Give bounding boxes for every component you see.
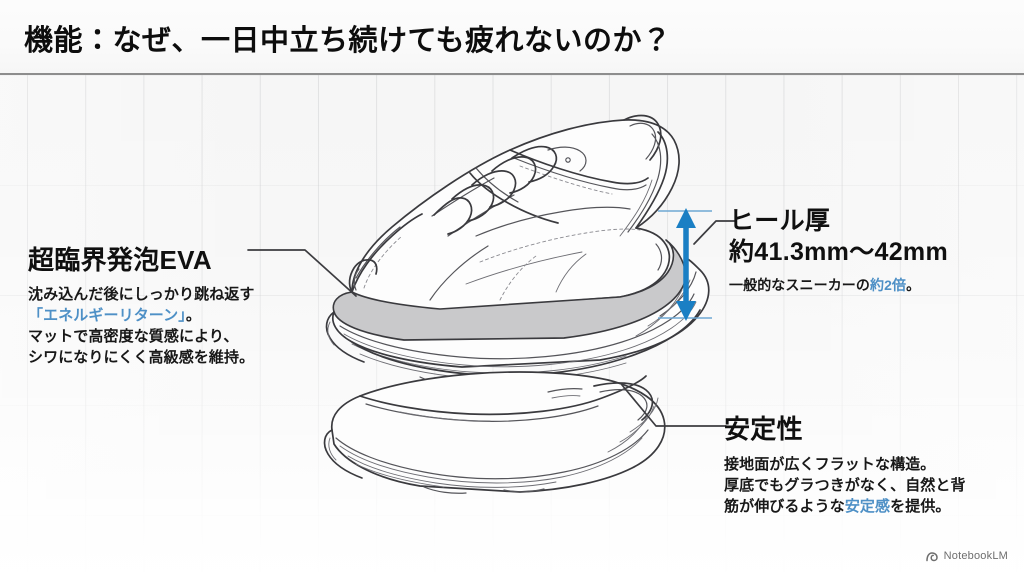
annotation-heel-heading: ヒール厚 約41.3mm〜42mm: [729, 206, 948, 268]
annotation-eva: 超臨界発泡EVA 沈み込んだ後にしっかり跳ね返す 「エネルギーリターン」。 マッ…: [28, 240, 255, 368]
annotation-eva-line1: 沈み込んだ後にしっかり跳ね返す: [28, 286, 255, 303]
annotation-heel-sub-post: 。: [906, 277, 921, 293]
page-title: 機能：なぜ、一日中立ち続けても疲れないのか？: [24, 25, 672, 57]
annotation-heel-sub-pre: 一般的なスニーカーの: [729, 277, 870, 293]
notebooklm-watermark-label: NotebookLM: [943, 550, 1008, 562]
annotation-eva-line2-post: 。: [185, 307, 201, 324]
annotation-heel-thickness: ヒール厚 約41.3mm〜42mm 一般的なスニーカーの約2倍。: [729, 206, 948, 296]
annotation-stability: 安定性 接地面が広くフラットな構造。 厚底でもグラつきがなく、自然と背 筋が伸び…: [724, 409, 966, 517]
annotation-eva-body: 沈み込んだ後にしっかり跳ね返す 「エネルギーリターン」。 マットで高密度な質感に…: [28, 284, 255, 368]
annotation-eva-highlight: 「エネルギーリターン」: [28, 307, 186, 324]
annotation-stability-line3: 筋が伸びるような安定感を提供。: [724, 496, 966, 517]
annotation-stability-line3-pre: 筋が伸びるような: [724, 498, 845, 515]
annotation-stability-highlight: 安定感: [844, 498, 891, 515]
annotation-heel-body: 一般的なスニーカーの約2倍。: [729, 275, 948, 296]
annotation-eva-heading: 超臨界発泡EVA: [28, 245, 212, 275]
annotation-heel-heading-line1: ヒール厚: [729, 207, 831, 235]
notebooklm-logo-icon: [925, 551, 938, 561]
annotation-stability-heading: 安定性: [724, 414, 803, 444]
annotation-eva-line2: 「エネルギーリターン」。: [28, 305, 255, 326]
notebooklm-watermark: NotebookLM: [925, 550, 1008, 562]
annotation-stability-line1: 接地面が広くフラットな構造。: [724, 456, 936, 473]
annotation-stability-body: 接地面が広くフラットな構造。 厚底でもグラつきがなく、自然と背 筋が伸びるような…: [724, 454, 966, 517]
annotation-heel-highlight: 約2倍: [870, 277, 907, 293]
annotation-eva-line3: マットで高密度な質感により、: [28, 328, 239, 345]
annotation-stability-line3-post: を提供。: [890, 498, 951, 515]
annotation-heel-heading-line2: 約41.3mm〜42mm: [729, 238, 948, 266]
annotation-stability-line2: 厚底でもグラつきがなく、自然と背: [724, 477, 966, 494]
slide-header: 機能：なぜ、一日中立ち続けても疲れないのか？: [0, 0, 1024, 75]
annotation-eva-line4: シワになりにくく高級感を維持。: [28, 349, 255, 366]
